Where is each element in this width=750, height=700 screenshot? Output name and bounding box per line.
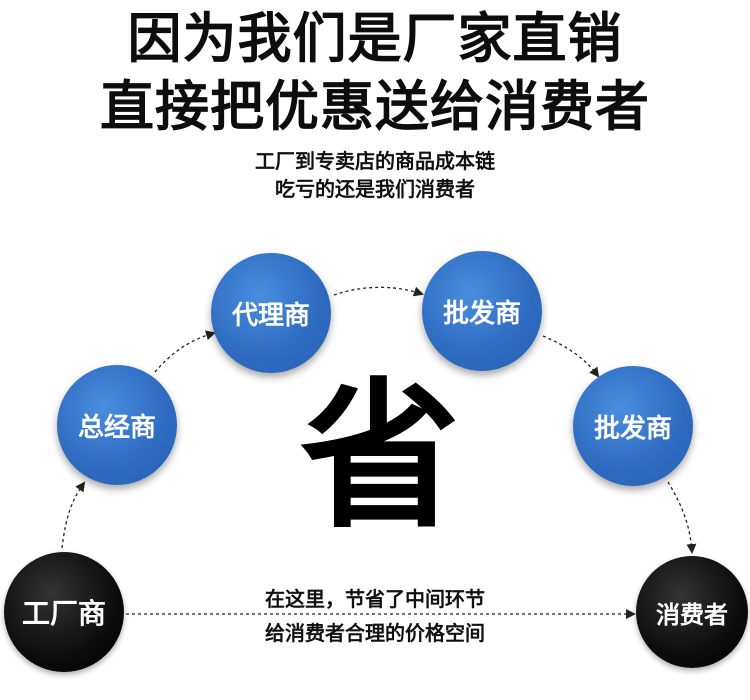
subline-line-2: 吃亏的还是我们消费者 [275,177,475,201]
arrow-agent-to-wholesaler1 [333,286,424,297]
arrow-wholesaler1-to-wholesaler2 [542,335,600,378]
node-wholesaler-1: 批发商 [422,251,542,371]
node-factory: 工厂商 [4,552,124,672]
arrow-factory-to-general [61,481,86,549]
node-agent: 代理商 [211,253,331,373]
headline-line-1: 因为我们是厂家直销 [127,7,623,70]
savings-note-line-1: 在这里，节省了中间环节 [265,587,485,611]
arrow-general-to-agent [154,330,216,373]
arrow-wholesaler2-to-consumer [667,481,697,554]
save-big-character: 省 [299,363,460,550]
savings-note-line-2: 给消费者合理的价格空间 [265,621,485,645]
node-general-distributor: 总经商 [57,365,177,485]
headline-line-2: 直接把优惠送给消费者 [100,75,650,138]
node-consumer: 消费者 [636,556,748,668]
subline-line-1: 工厂到专卖店的商品成本链 [255,149,495,173]
node-wholesaler-2: 批发商 [573,366,693,486]
